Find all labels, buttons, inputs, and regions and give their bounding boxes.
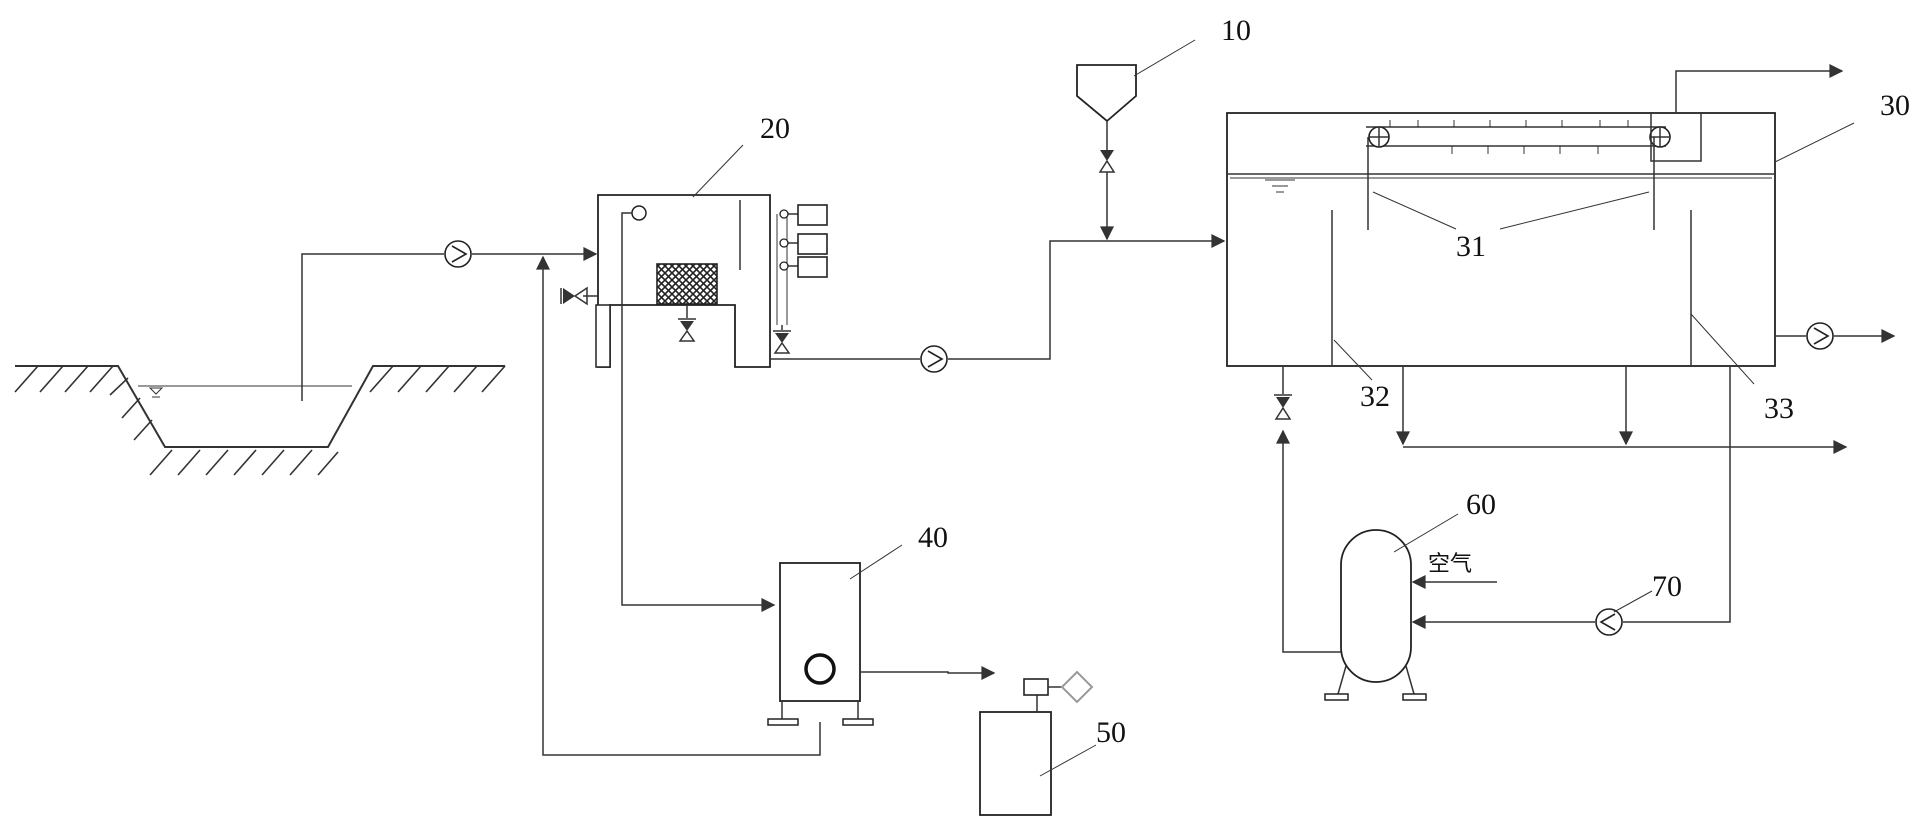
sprocket-icon bbox=[1368, 126, 1390, 148]
pump-icon bbox=[920, 345, 948, 373]
pump-icon bbox=[444, 240, 472, 268]
sprocket-icon bbox=[1649, 126, 1671, 148]
intake-line bbox=[301, 240, 598, 401]
air-label: 空气 bbox=[1428, 552, 1472, 577]
label-33: 33 bbox=[1764, 392, 1794, 425]
valve-icon bbox=[773, 330, 791, 354]
pump-icon bbox=[1595, 608, 1623, 636]
unit-20 bbox=[560, 194, 828, 612]
motor-icon bbox=[797, 256, 828, 278]
pump-70: 70 bbox=[1411, 366, 1731, 636]
motor-icon bbox=[797, 233, 828, 255]
pump-icon bbox=[1806, 322, 1834, 350]
hopper-10: 10 bbox=[1076, 14, 1251, 241]
label-20: 20 bbox=[760, 112, 790, 145]
mesh-filter-icon bbox=[656, 263, 718, 305]
water-level-icon bbox=[148, 387, 164, 398]
unit-40: 40 bbox=[767, 521, 996, 726]
valve-icon bbox=[560, 286, 588, 306]
tank-30: 30 31 32 33 bbox=[1226, 64, 1910, 454]
label-70: 70 bbox=[1652, 570, 1682, 603]
water-level-icon bbox=[1265, 179, 1295, 193]
label-50: 50 bbox=[1096, 716, 1126, 749]
label-30: 30 bbox=[1880, 89, 1910, 122]
label-31: 31 bbox=[1456, 230, 1486, 263]
return-line-40 bbox=[536, 255, 821, 756]
label-60: 60 bbox=[1466, 488, 1496, 521]
feed-line-20-30 bbox=[770, 234, 1226, 373]
valve-icon bbox=[1274, 394, 1292, 420]
valve-icon bbox=[1098, 150, 1116, 173]
valve-icon bbox=[678, 318, 696, 342]
label-32: 32 bbox=[1360, 380, 1390, 413]
label-40: 40 bbox=[918, 521, 948, 554]
unit-50: 50 bbox=[979, 670, 1126, 816]
source-pond bbox=[14, 365, 506, 476]
vessel-60: 60 空气 bbox=[1274, 366, 1497, 701]
motor-icon bbox=[797, 204, 828, 226]
label-10: 10 bbox=[1221, 14, 1251, 47]
hopper-icon bbox=[1076, 64, 1137, 123]
